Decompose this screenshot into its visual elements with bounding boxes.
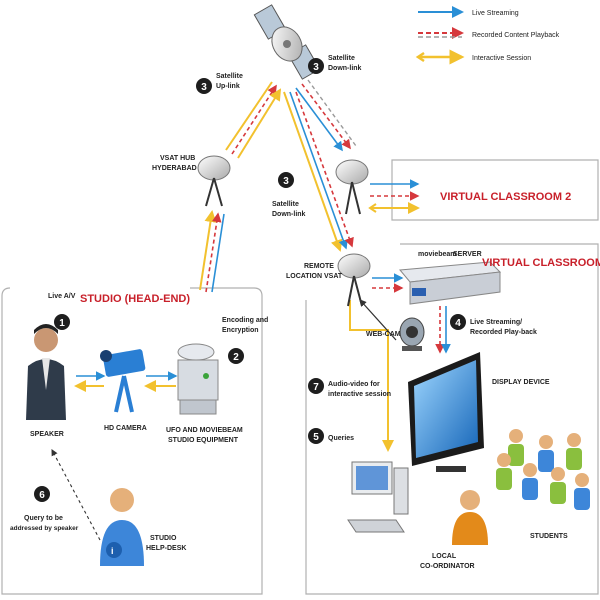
- uplink-label-line2: Up-link: [216, 83, 240, 90]
- display-device-label: DISPLAY DEVICE: [492, 379, 550, 386]
- queries-step-number: 5: [313, 432, 319, 443]
- audio-video-label-line2: interactive session: [328, 391, 391, 398]
- local-coordinator-icon: [452, 490, 488, 545]
- vc2-title: VIRTUAL CLASSROOM 2: [440, 191, 571, 203]
- students-label: STUDENTS: [530, 533, 568, 540]
- svg-text:i: i: [111, 546, 114, 556]
- virtual-classroom-1-panel: [305, 243, 599, 595]
- studio-panel: [1, 287, 263, 595]
- vsat-hub-label-line1: VSAT HUB: [160, 155, 195, 162]
- live-av-label: Live A/V: [48, 293, 76, 300]
- encoding-label-line1: Encoding and: [222, 317, 268, 324]
- downlink-label-line2: Down-link: [328, 65, 362, 72]
- students-icon: [496, 429, 590, 510]
- remote-vsat-dish-icon: [337, 253, 371, 307]
- remote-vsat-label-line1: REMOTE: [304, 263, 334, 270]
- pc-icon: [347, 461, 409, 533]
- audio-video-label-line1: Audio-video for: [328, 381, 380, 388]
- coordinator-label-line2: CO-ORDINATOR: [420, 563, 475, 570]
- downlink-mid-label-line2: Down-link: [272, 211, 306, 218]
- display-device-icon: [408, 352, 484, 472]
- live-stream-step-number: 4: [455, 318, 461, 329]
- speaker-label: SPEAKER: [30, 431, 64, 438]
- moviebeam-server-icon: [399, 261, 502, 305]
- queries-label: Queries: [328, 435, 354, 442]
- query-step-number: 6: [39, 490, 45, 501]
- encoding-label-line2: Encryption: [222, 327, 259, 334]
- vsat-hub-dish-icon: [197, 155, 231, 207]
- hd-camera-label: HD CAMERA: [104, 425, 147, 432]
- speaker-icon: [26, 324, 66, 420]
- vsat-hub-label-line2: HYDERABAD: [152, 165, 197, 172]
- uplink-label-line1: Satellite: [216, 73, 243, 80]
- studio-title: STUDIO (HEAD-END): [80, 293, 190, 305]
- downlink-mid-label-line1: Satellite: [272, 201, 299, 208]
- webcam-icon: [399, 317, 425, 351]
- equipment-label-line1: UFO AND MOVIEBEAM: [166, 427, 243, 434]
- satellite-icon: [253, 4, 321, 80]
- audio-video-step-number: 7: [313, 382, 319, 393]
- studio-equipment-icon: [177, 343, 219, 415]
- legend-recorded-playback: Recorded Content Playback: [472, 32, 560, 39]
- server-brand: moviebeam: [418, 251, 457, 258]
- vc1-title: VIRTUAL CLASSROOM 1: [482, 257, 600, 269]
- legend-interactive-session: Interactive Session: [472, 55, 531, 62]
- helpdesk-icon: i: [100, 488, 144, 566]
- remote-vsat-label-line2: LOCATION VSAT: [286, 273, 343, 280]
- live-av-step-number: 1: [59, 318, 65, 329]
- query-label-line1: Query to be: [24, 515, 63, 522]
- helpdesk-label-line1: STUDIO: [150, 535, 177, 542]
- query-label-line2: addressed by speaker: [10, 525, 79, 532]
- encoding-step-number: 2: [233, 352, 239, 363]
- downlink-mid-step-number: 3: [283, 176, 289, 187]
- legend-live-streaming: Live Streaming: [472, 10, 519, 17]
- downlink-label-line1: Satellite: [328, 55, 355, 62]
- labels: Satellite Up-link Satellite Down-link VS…: [10, 55, 600, 570]
- helpdesk-label-line2: HELP-DESK: [146, 545, 186, 552]
- signal-lines: [51, 79, 451, 541]
- virtual-classroom-2-panel: [391, 159, 599, 221]
- equipment-label-line2: STUDIO EQUIPMENT: [168, 437, 239, 444]
- live-stream-label-line1: Live Streaming/: [470, 319, 522, 326]
- uplink-step-number: 3: [201, 82, 207, 93]
- vc2-dish-icon: [335, 159, 369, 215]
- server-suffix: SERVER: [453, 251, 482, 258]
- number-badges: 3 3 3 1 2 6 4 7 5: [34, 58, 466, 502]
- legend: Live Streaming Recorded Content Playback…: [415, 6, 560, 65]
- coordinator-label-line1: LOCAL: [432, 553, 457, 560]
- webcam-label: WEB-CAM: [366, 331, 401, 338]
- downlink-step-number: 3: [313, 62, 319, 73]
- hd-camera-icon: [100, 349, 146, 413]
- live-stream-label-line2: Recorded Play-back: [470, 329, 537, 336]
